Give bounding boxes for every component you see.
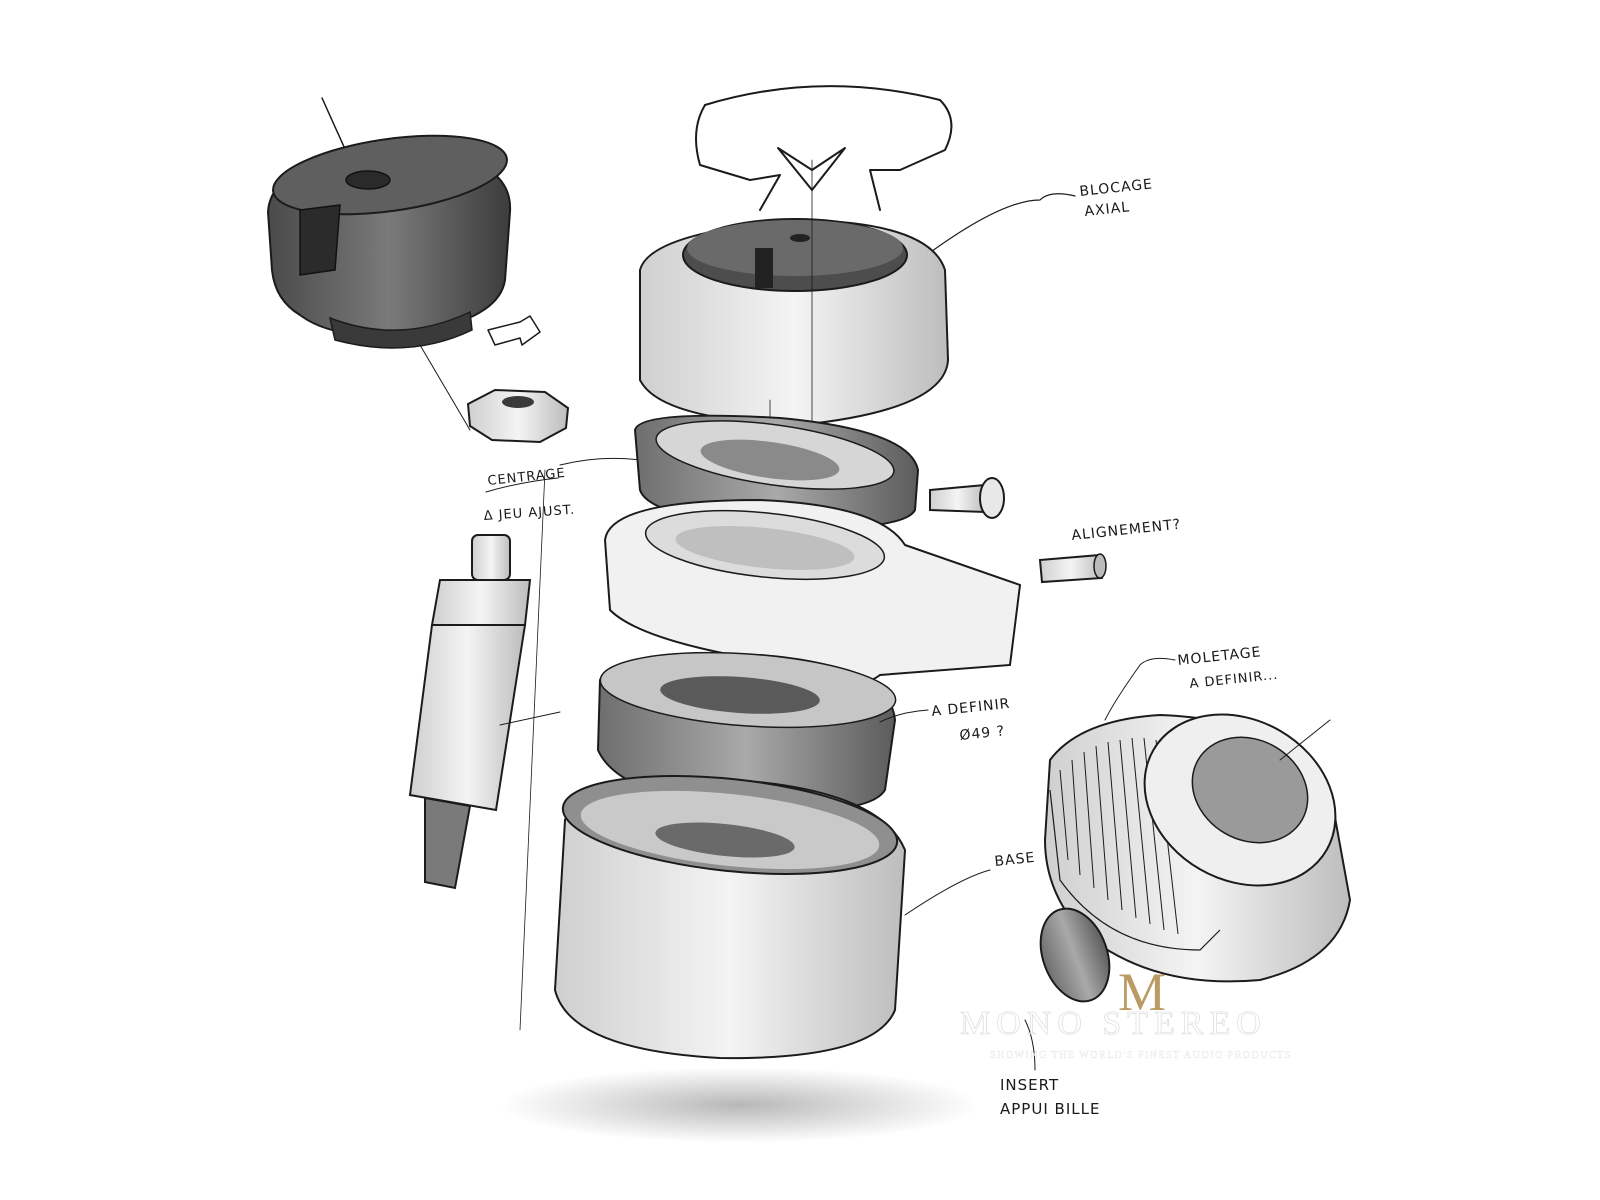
label-base: BASE [994,850,1036,870]
label-moletage: MOLETAGE [1177,644,1262,669]
upper-ring-part [633,414,920,530]
shaft-part [408,469,561,1031]
base-cup-part [553,774,907,1060]
watermark-brand: MONO STEREO [960,1005,1267,1042]
knurled-ring-part [1043,713,1352,983]
label-blocage: BLOCAGE [1079,176,1154,200]
label-jeu-ajust: Δ JEU AJUST. [483,503,576,524]
watermark-logo: M MONO STEREO SHOWING THE WORLD'S FINEST… [960,962,1292,1061]
label-axial: AXIAL [1084,199,1131,220]
label-alignement: ALIGNEMENT? [1071,517,1182,544]
insert-disc-part [1039,907,1111,1003]
label-appui-bille: APPUI BILLE [1000,1100,1100,1118]
label-diameter: Ø49 ? [959,723,1006,744]
middle-ring-part [596,651,897,812]
label-insert: INSERT [1000,1076,1059,1094]
ground-shadow [500,1067,980,1143]
label-centrage: CENTRAGE [487,466,567,489]
screw-part [929,477,1005,519]
watermark-tagline: SHOWING THE WORLD'S FINEST AUDIO PRODUCT… [990,1050,1292,1061]
top-housing-part [639,159,950,921]
label-a-definir: A DEFINIR [931,696,1011,720]
alignment-pin-part [1038,553,1107,584]
small-rotate-arrow-icon [487,315,541,346]
label-a-definir-moletage: A DEFINIR... [1189,668,1279,692]
watermark-monogram: M [1118,962,1172,1022]
top-knob-part [266,97,512,431]
hex-nut-part [466,388,570,444]
rotation-arrows-icon [695,85,953,211]
arm-plate-part [603,498,1022,685]
